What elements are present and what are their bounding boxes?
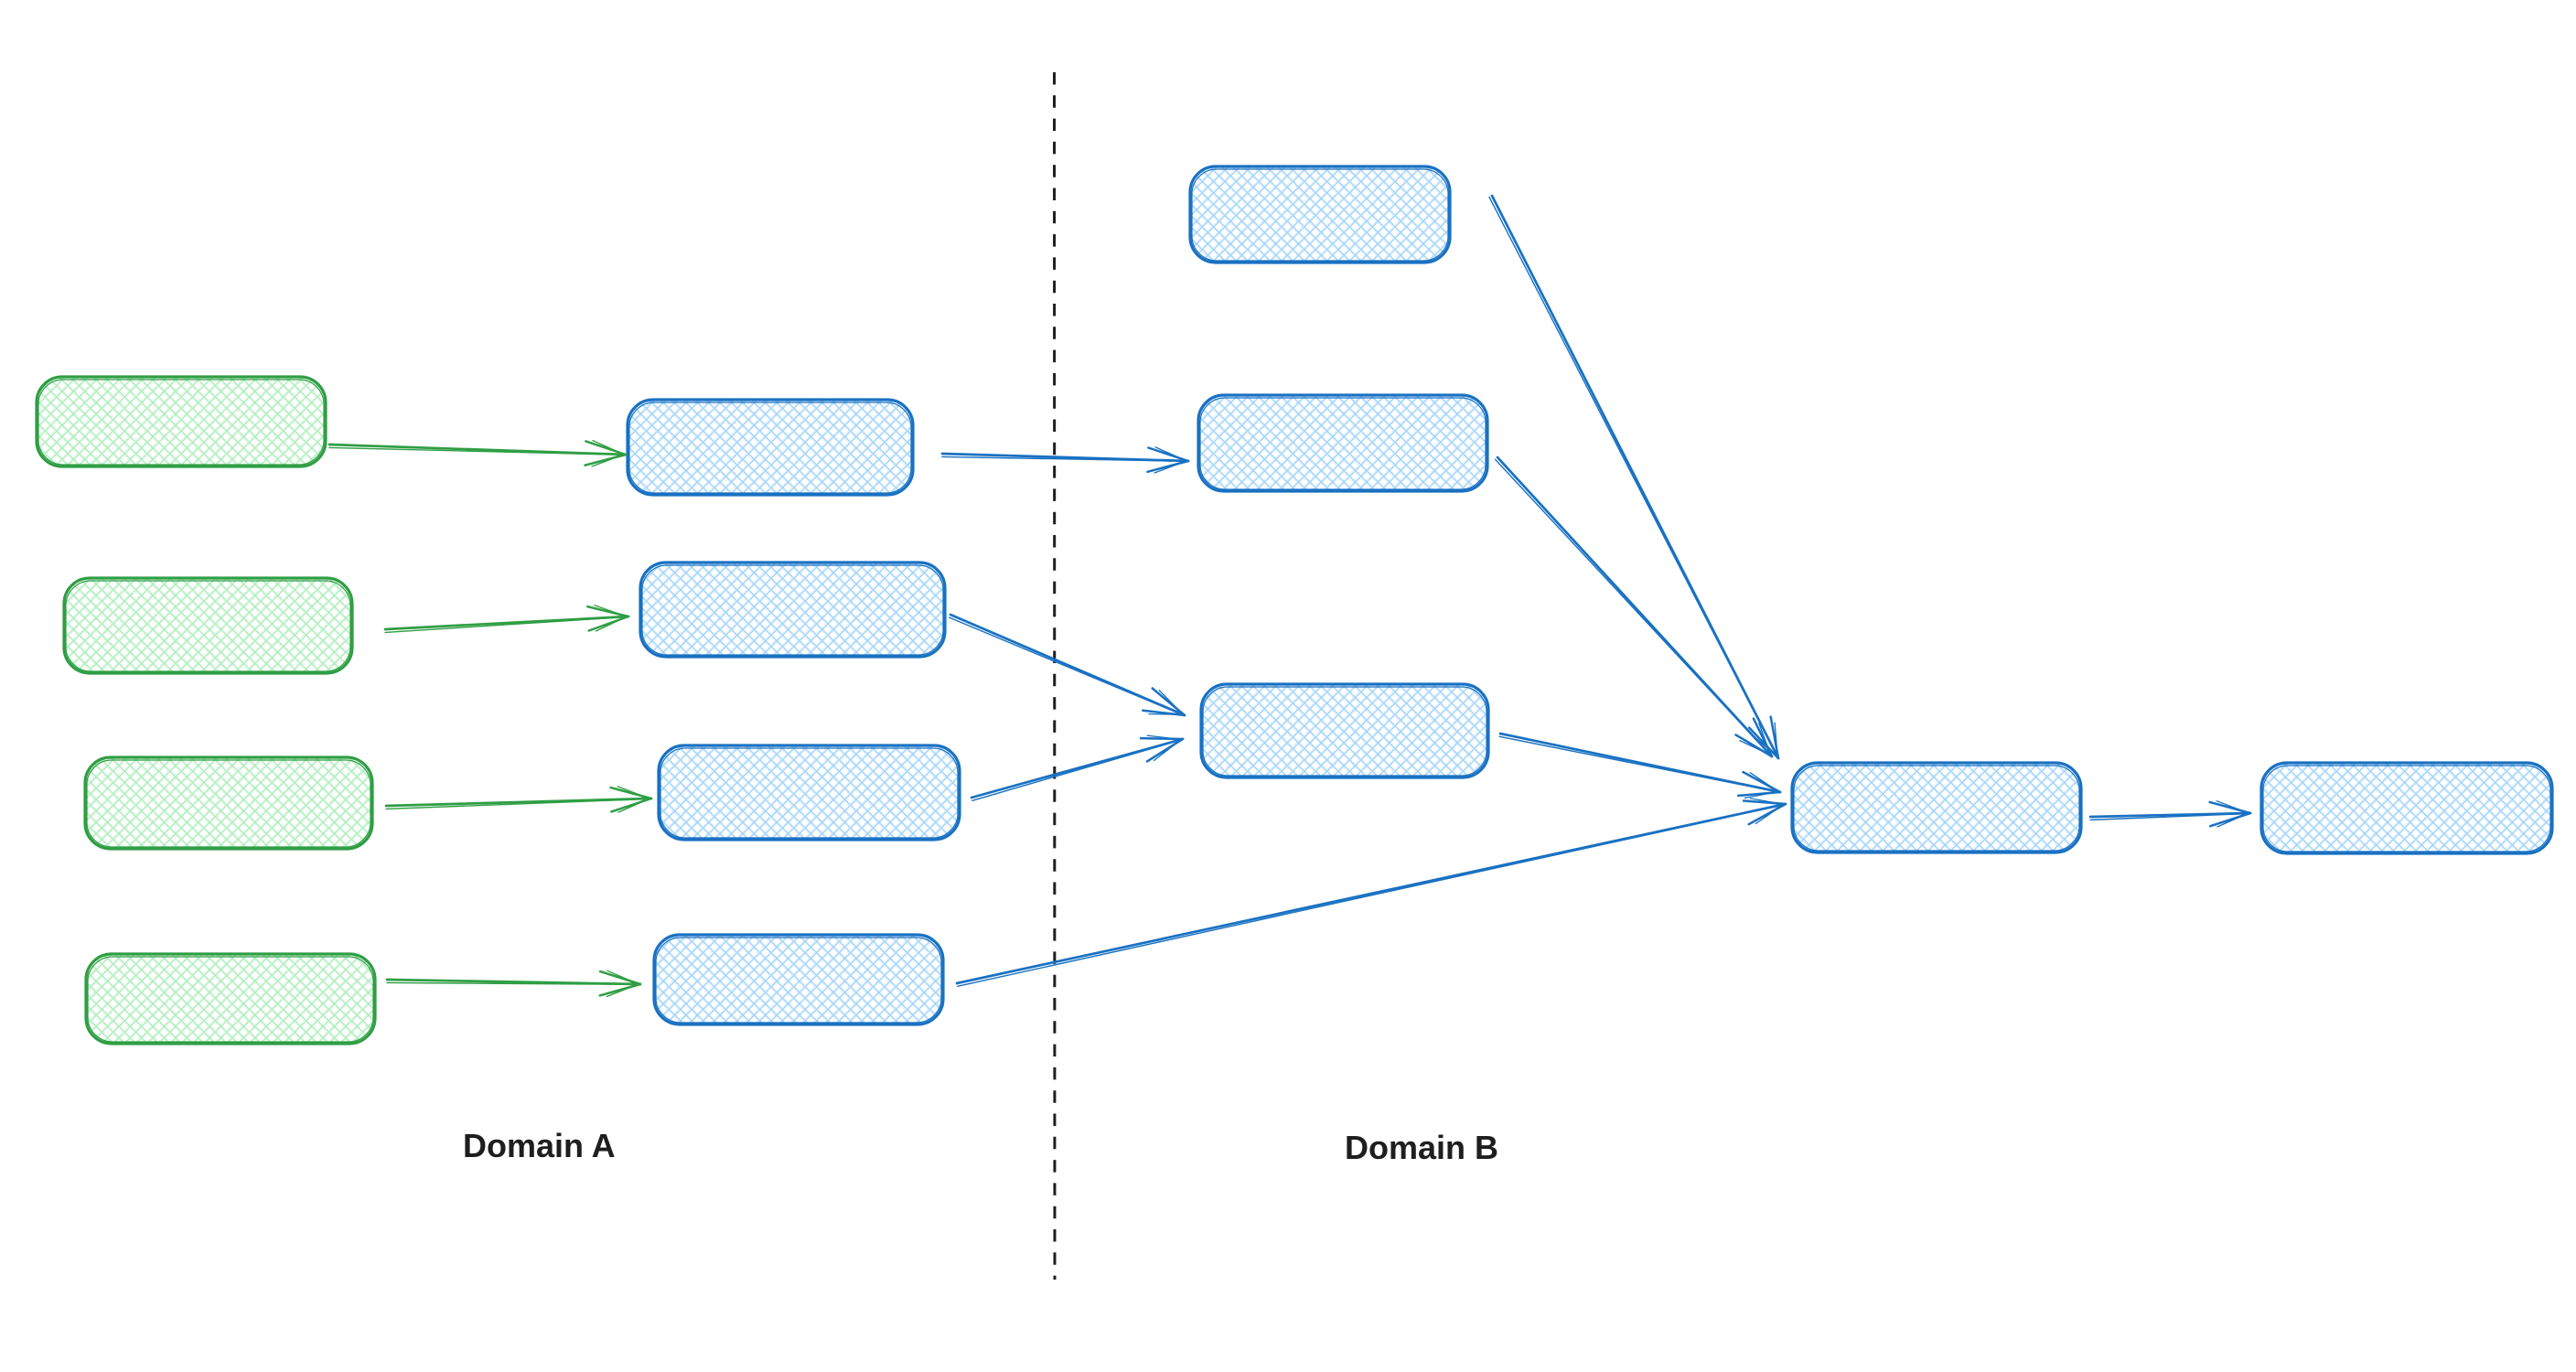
svg-text:Domain A: Domain A <box>463 1127 616 1164</box>
svg-text:Domain B: Domain B <box>1345 1129 1498 1166</box>
